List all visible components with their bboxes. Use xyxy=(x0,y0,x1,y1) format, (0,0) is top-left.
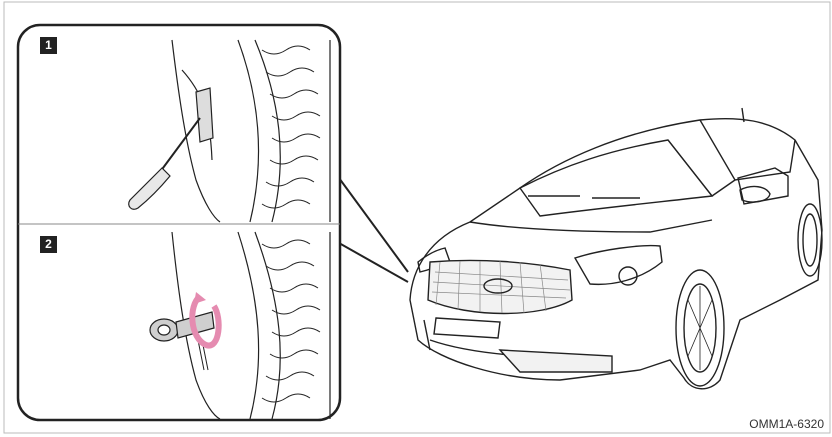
figure-code: OMM1A-6320 xyxy=(749,417,824,431)
inset-panel xyxy=(18,25,340,420)
car-illustration xyxy=(410,108,822,389)
step-1-badge: 1 xyxy=(40,37,57,54)
step-2-badge: 2 xyxy=(40,236,57,253)
callout-lines xyxy=(339,178,408,282)
